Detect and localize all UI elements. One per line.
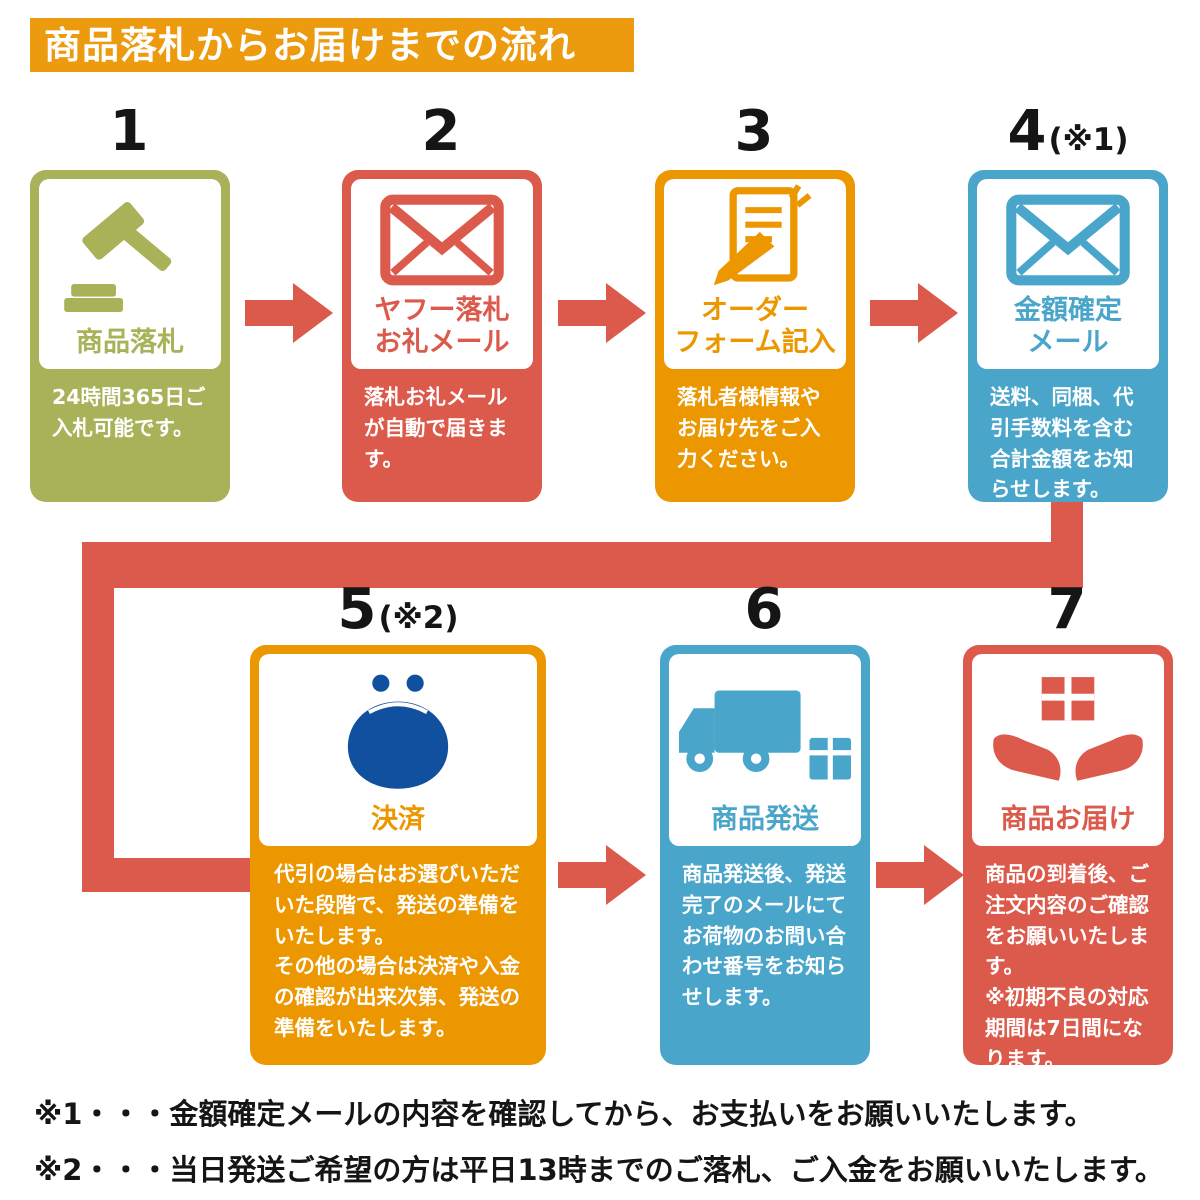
flow-connector-left-down: [82, 542, 114, 892]
footnote-1: ※1・・・金額確定メールの内容を確認してから、お支払いをお願いいたします。: [34, 1097, 1094, 1131]
step-card-amount-mail: 金額確定 メール 送料、同梱、代引手数料を含む合計金額をお知らせします。: [968, 170, 1168, 502]
step-title: 商品発送: [711, 804, 819, 836]
step-number-7: 7: [1047, 577, 1087, 642]
step-number-2: 2: [421, 99, 461, 164]
step-title: 金額確定 メール: [1014, 295, 1122, 359]
step-title: ヤフー落札 お礼メール: [374, 295, 510, 359]
step-description: 商品の到着後、ご注文内容のご確認をお願いいたします。 ※初期不良の対応期間は7日…: [985, 862, 1149, 1071]
mail-icon: [351, 179, 533, 295]
step-description: 落札者様情報やお届け先をご入力ください。: [677, 385, 821, 471]
flow-connector-into-step5: [82, 858, 252, 892]
step-card-payment: 決済 代引の場合はお選びいただいた段階で、発送の準備をいたします。 その他の場合…: [250, 645, 546, 1065]
step-number-5: 5(※2): [337, 577, 459, 642]
step-title: 決済: [371, 804, 425, 836]
step-panel: オーダー フォーム記入: [664, 179, 846, 369]
flow-connector-across: [82, 542, 1083, 588]
step-panel: 金額確定 メール: [977, 179, 1159, 369]
step-card-auction-win: 商品落札 24時間365日ご入札可能です。: [30, 170, 230, 502]
step-panel: 決済: [259, 654, 537, 846]
step-panel: 商品お届け: [972, 654, 1164, 846]
flow-arrow: [558, 283, 646, 343]
order-form-icon: [664, 175, 846, 295]
flow-arrow: [870, 283, 958, 343]
step-card-shipping: 商品発送 商品発送後、発送完了のメールにてお荷物のお問い合わせ番号をお知らせしま…: [660, 645, 870, 1065]
step-panel: 商品落札: [39, 179, 221, 369]
footnote-2: ※2・・・当日発送ご希望の方は平日13時までのご落札、ご入金をお願いいたします。: [34, 1153, 1164, 1187]
step-title: オーダー フォーム記入: [674, 295, 836, 359]
step-card-thanks-mail: ヤフー落札 お礼メール 落札お礼メールが自動で届きます。: [342, 170, 542, 502]
step-card-delivery: 商品お届け 商品の到着後、ご注文内容のご確認をお願いいたします。 ※初期不良の対…: [963, 645, 1173, 1071]
step-number-1: 1: [109, 99, 149, 164]
gavel-icon: [39, 179, 221, 327]
page-title: 商品落札からお届けまでの流れ: [30, 18, 634, 72]
step-panel: ヤフー落札 お礼メール: [351, 179, 533, 369]
mail-icon: [977, 179, 1159, 295]
step-number-4: 4(※1): [1007, 99, 1129, 164]
step-title: 商品お届け: [1000, 804, 1136, 836]
step-card-order-form: オーダー フォーム記入 落札者様情報やお届け先をご入力ください。: [655, 170, 855, 502]
step-description: 商品発送後、発送完了のメールにてお荷物のお問い合わせ番号をお知らせします。: [682, 862, 846, 1009]
truck-icon: [669, 654, 861, 804]
step-description: 送料、同梱、代引手数料を含む合計金額をお知らせします。: [990, 385, 1134, 502]
flow-arrow: [558, 845, 646, 905]
step-description: 24時間365日ご入札可能です。: [52, 385, 206, 440]
step-number-6: 6: [744, 577, 784, 642]
delivery-hands-icon: [972, 654, 1164, 804]
flow-arrow: [245, 283, 333, 343]
step-title: 商品落札: [76, 327, 184, 359]
step-description: 落札お礼メールが自動で届きます。: [364, 385, 508, 471]
flow-arrow: [876, 845, 964, 905]
coin-purse-icon: [259, 654, 537, 804]
step-description: 代引の場合はお選びいただいた段階で、発送の準備をいたします。 その他の場合は決済…: [274, 862, 520, 1040]
step-panel: 商品発送: [669, 654, 861, 846]
step-number-3: 3: [734, 99, 774, 164]
